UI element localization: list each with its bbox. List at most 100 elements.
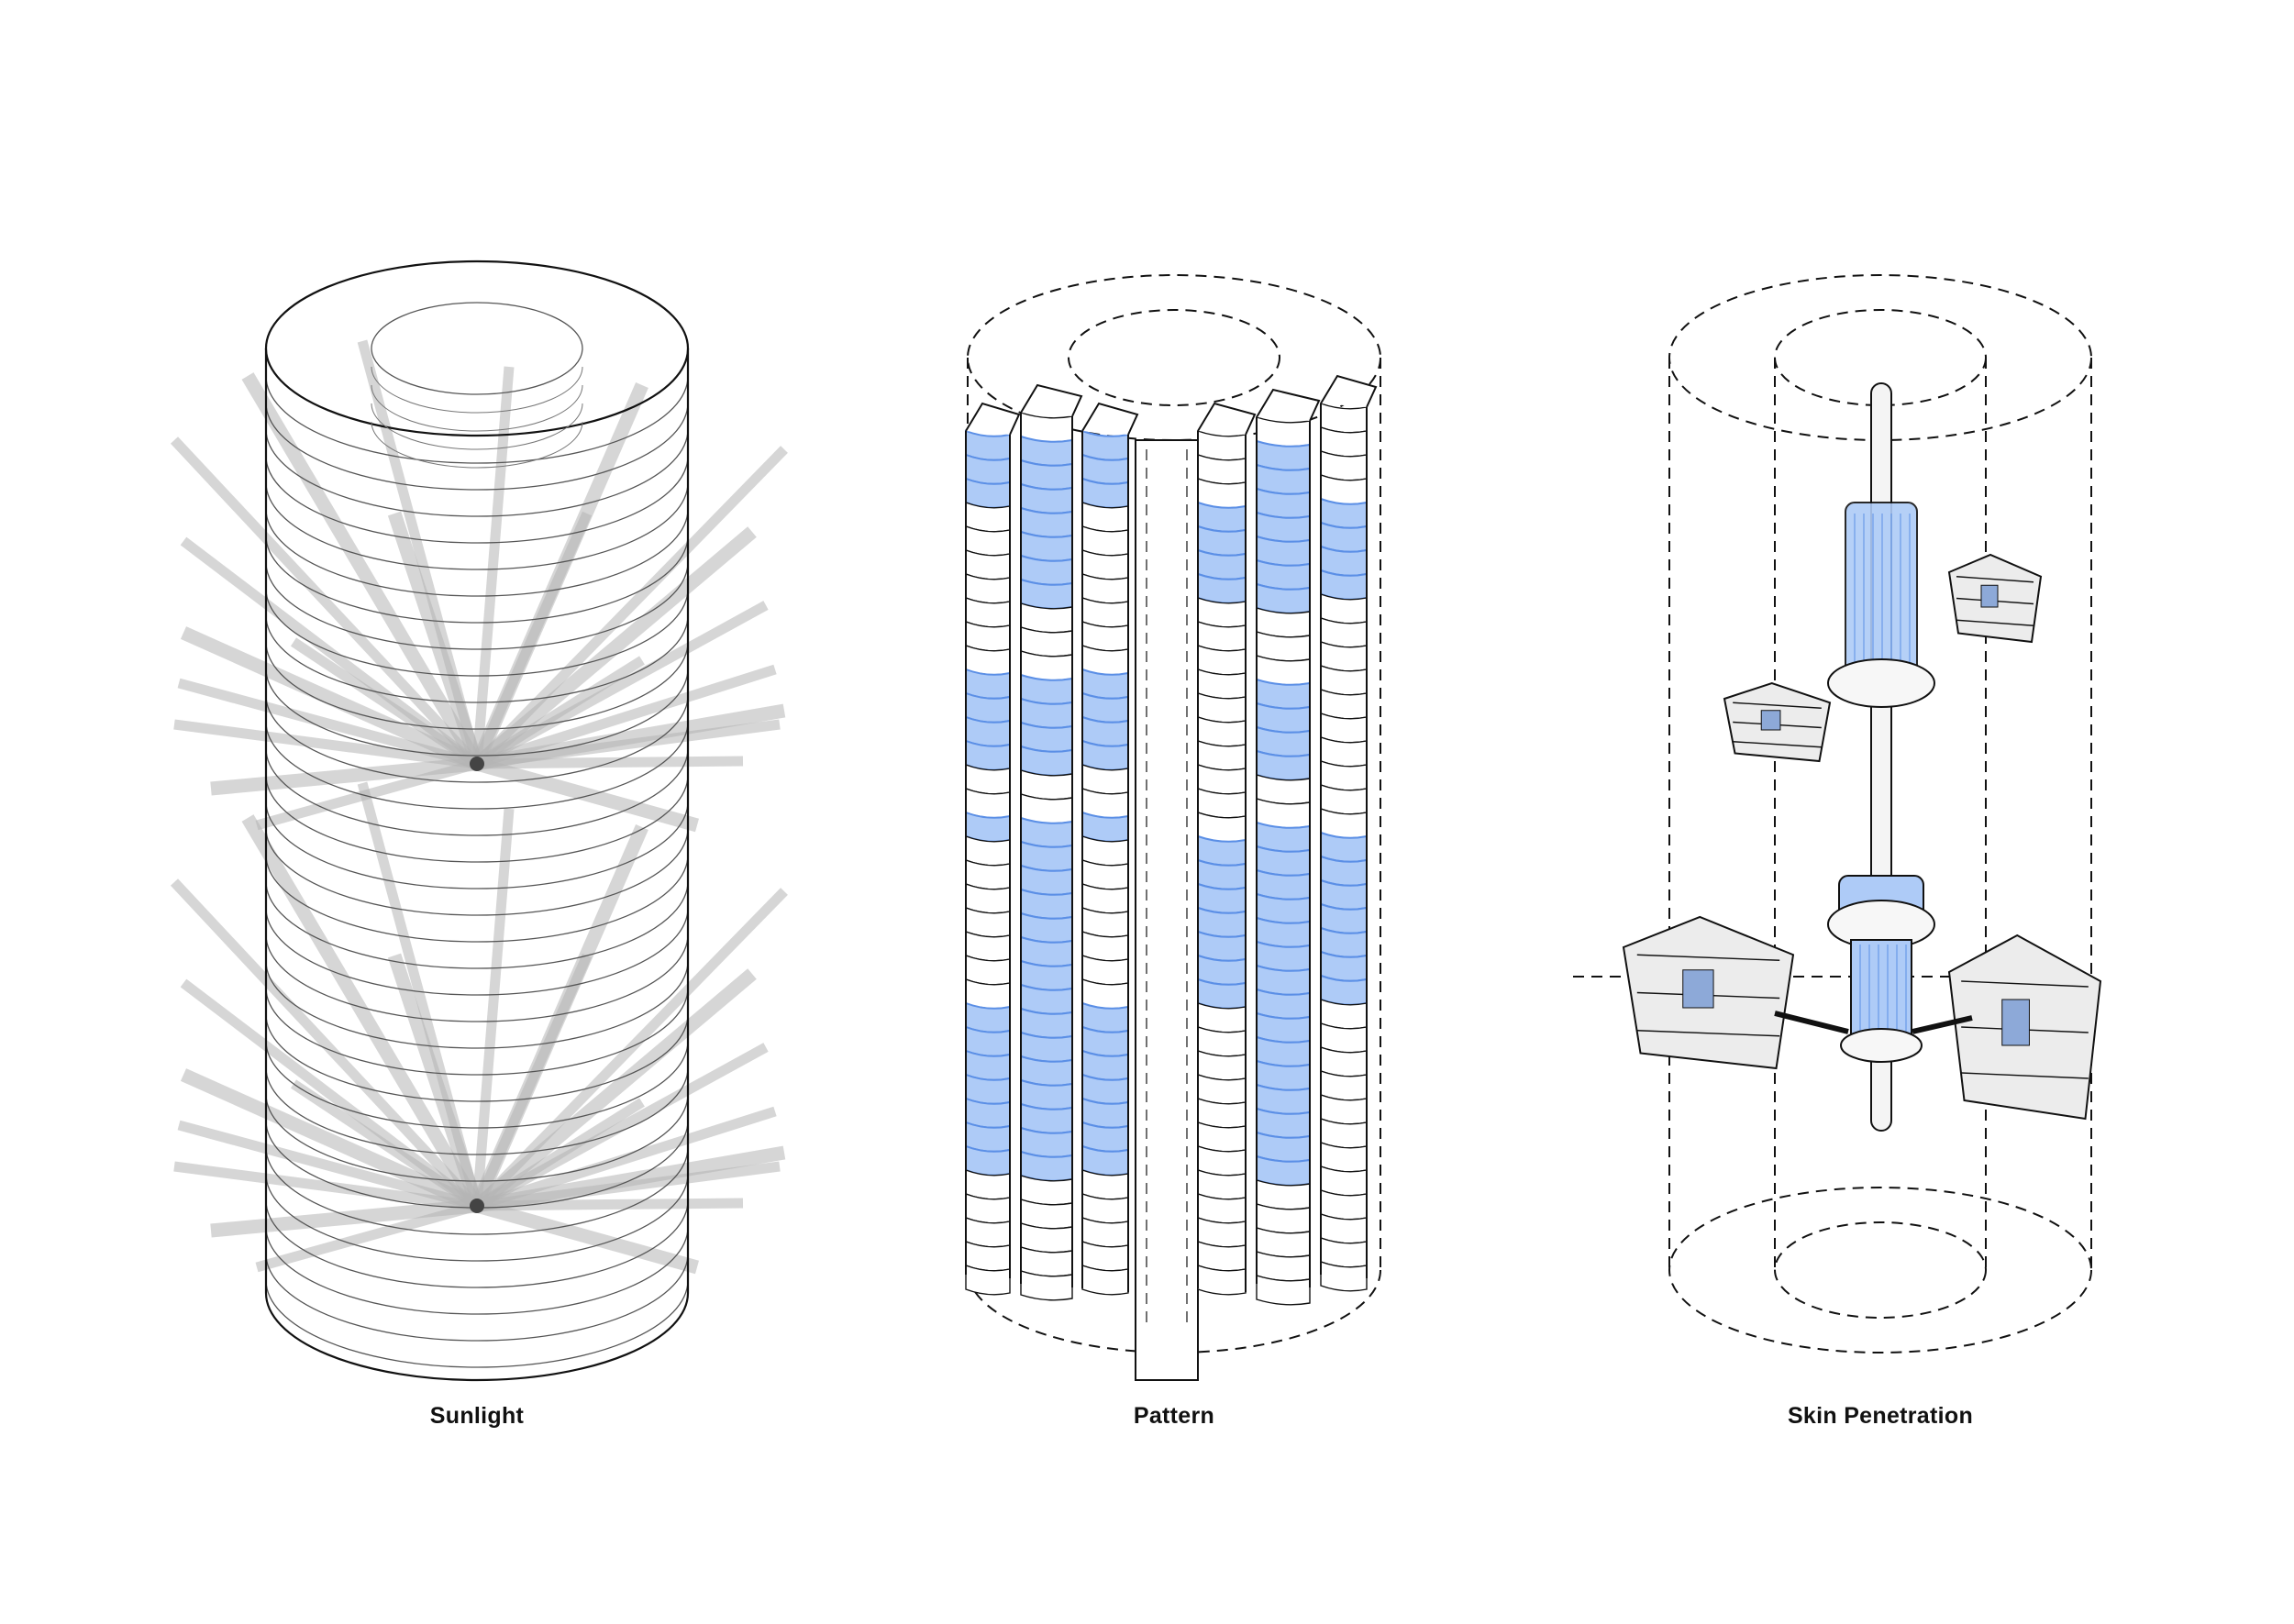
glass-panel: [1197, 572, 1247, 604]
floor-line: [265, 827, 689, 916]
glass-panel: [965, 1144, 1011, 1177]
glass-panel: [1020, 458, 1073, 491]
glass-panel: [1197, 882, 1247, 914]
glass-panel: [1020, 1150, 1073, 1182]
pattern-tower-drawing: [965, 274, 1381, 1381]
glass-panel: [965, 1001, 1011, 1033]
unit-floor-slab: [1733, 702, 1822, 709]
unit-window: [1760, 710, 1781, 731]
glass-panel: [1197, 834, 1247, 867]
floor-line: [265, 694, 689, 783]
upper-ray: [476, 719, 781, 769]
lower-ray: [474, 1199, 700, 1275]
glass-panel: [1320, 831, 1368, 863]
glass-panel: [1256, 988, 1311, 1020]
skin-penetration-drawing: [1573, 274, 2102, 1353]
floor-line: [265, 402, 689, 491]
core-shaft-body: [1135, 439, 1199, 1381]
glass-panel: [1256, 487, 1311, 519]
solid-panel: [1020, 412, 1073, 443]
glass-panel: [1320, 974, 1368, 1006]
glass-panel: [1020, 673, 1073, 705]
glass-panel: [1020, 482, 1073, 514]
glass-panel: [1081, 477, 1129, 509]
bridge-left: [1774, 1011, 1849, 1034]
atrium-floor-line: [371, 421, 583, 469]
glass-panel: [965, 1121, 1011, 1153]
floor-line: [265, 1146, 689, 1235]
solid-panel: [1197, 430, 1247, 461]
lower-ray: [472, 968, 757, 1211]
glass-panel: [965, 668, 1011, 700]
lower-ray: [471, 808, 515, 1207]
glass-panel: [1256, 916, 1311, 948]
glass-panel: [965, 1073, 1011, 1105]
glass-panel: [1081, 453, 1129, 485]
glass-panel: [965, 1049, 1011, 1081]
glass-panel: [1197, 978, 1247, 1010]
glass-panel: [1256, 1154, 1311, 1187]
glass-panel: [1081, 811, 1129, 843]
glass-panel: [1256, 1011, 1311, 1044]
unit-floor-slab: [1733, 741, 1822, 748]
lower-ray: [241, 814, 483, 1210]
caption-skin-penetration: Skin Penetration: [1787, 1403, 1974, 1429]
glass-panel: [1256, 558, 1311, 591]
glass-panel: [965, 691, 1011, 724]
glass-panel: [1081, 715, 1129, 747]
upper-ray: [473, 446, 788, 768]
glass-panel: [1256, 582, 1311, 614]
glass-panel: [1256, 892, 1311, 924]
glass-panel: [1197, 525, 1247, 557]
glass-panel: [1256, 511, 1311, 543]
floor-line: [265, 375, 689, 464]
glass-panel: [1256, 868, 1311, 900]
floor-line: [265, 1226, 689, 1315]
floor-line: [265, 721, 689, 810]
upper-ray: [472, 526, 757, 769]
glass-panel: [1020, 578, 1073, 610]
skin-penetration-diagram: Skin Penetration: [1568, 0, 2192, 1624]
floor-line: [265, 987, 689, 1076]
glass-panel: [1081, 668, 1129, 700]
upper-platform: [1827, 658, 1935, 708]
glass-panel: [1081, 739, 1129, 771]
floor-line: [265, 934, 689, 1022]
glass-panel: [1020, 935, 1073, 967]
dashed-outline-cylinder: [1573, 274, 2092, 1353]
glass-panel: [1197, 930, 1247, 962]
floor-line: [265, 588, 689, 677]
glass-panel: [1020, 530, 1073, 562]
glass-panel: [965, 715, 1011, 747]
glass-panel: [1256, 1083, 1311, 1115]
glass-panel: [1320, 545, 1368, 577]
glass-panel: [1256, 749, 1311, 781]
glass-panel: [1256, 964, 1311, 996]
upper-ray: [290, 637, 481, 768]
glass-panel: [1020, 1126, 1073, 1158]
floor-line: [265, 880, 689, 969]
glass-panel: [1020, 888, 1073, 920]
upper-ray: [180, 626, 481, 770]
glass-panel: [1020, 959, 1073, 991]
glass-panel: [1081, 691, 1129, 724]
floor-line: [265, 561, 689, 650]
lower-ray: [255, 1200, 479, 1273]
solid-panel: [1020, 1270, 1073, 1301]
glass-panel: [1020, 554, 1073, 586]
lower-ray: [290, 1079, 481, 1210]
glass-panel: [1020, 911, 1073, 944]
glass-panel: [1256, 535, 1311, 567]
glass-panel: [1320, 855, 1368, 887]
floor-line: [265, 1066, 689, 1155]
glass-panel: [1256, 439, 1311, 471]
floor-line: [265, 455, 689, 544]
unit-floor-slab: [1956, 619, 2034, 626]
solid-panel: [1081, 1265, 1129, 1296]
glass-panel: [1081, 1097, 1129, 1129]
glass-panel: [1020, 1007, 1073, 1039]
glass-panel: [1081, 1001, 1129, 1033]
panel-fin-top: [1197, 402, 1257, 436]
penetrating-units: [1622, 553, 2102, 1121]
glass-panel: [965, 811, 1011, 843]
